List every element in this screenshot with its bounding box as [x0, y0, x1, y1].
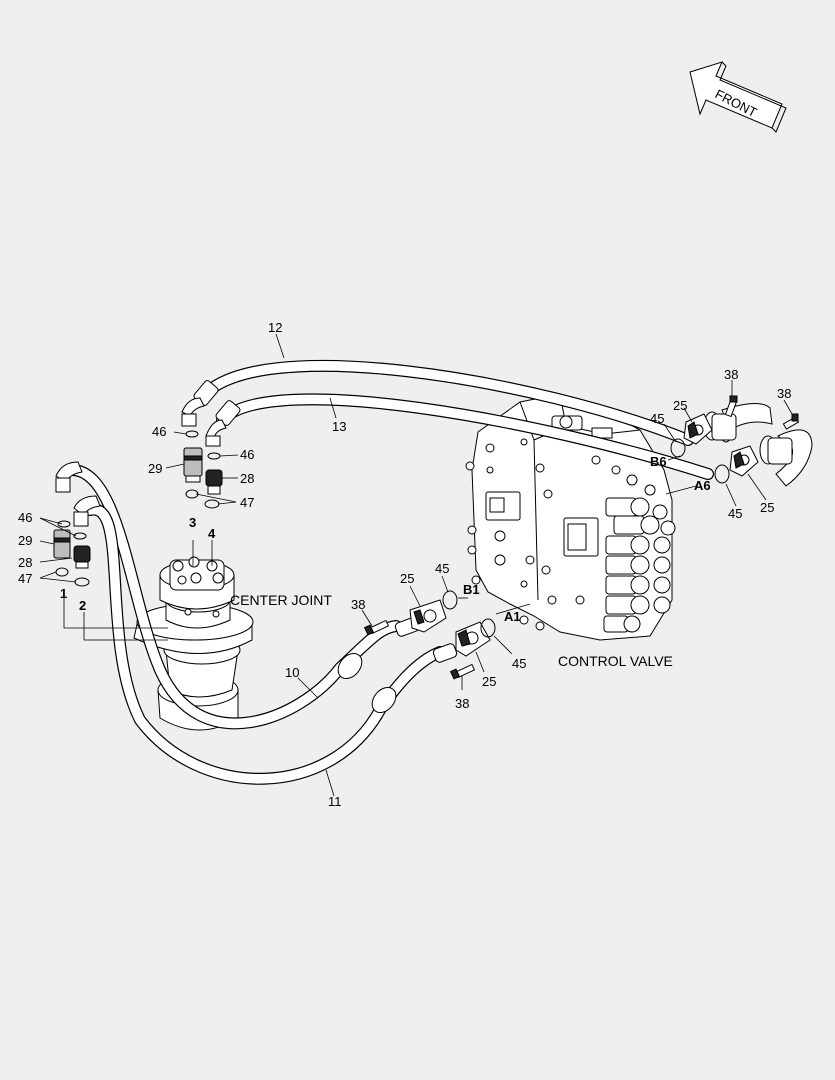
control-valve-label: CONTROL VALVE: [558, 653, 673, 669]
hose-13-end-fitting: [205, 400, 241, 447]
flange-tube-right-lower: [759, 435, 793, 465]
callout-38-right-a: 38: [724, 367, 738, 382]
hose-11-crimp: [371, 686, 397, 714]
port-4-label: 4: [208, 526, 216, 541]
callout-38-center-lower: 38: [455, 696, 469, 711]
callout-45-center-lower: 45: [512, 656, 526, 671]
adapter-29-top: [183, 447, 203, 483]
callout-38-center-upper: 38: [351, 597, 365, 612]
callout-25-center-lower: 25: [482, 674, 496, 689]
flange-25-right-lower: [729, 445, 759, 477]
callout-11: 11: [328, 794, 342, 809]
callout-29-left: 29: [18, 533, 32, 548]
o-ring-45-right-lower: [714, 464, 730, 484]
front-direction-arrow: FRONT: [689, 61, 787, 133]
valve-spools: [603, 497, 676, 633]
bolt-38-center-lower: [449, 663, 476, 680]
o-ring-46-top: [185, 430, 199, 438]
o-ring-46-mid: [207, 452, 221, 460]
leader-lines: [39, 333, 793, 797]
port-A6-label: A6: [694, 478, 711, 493]
center-joint-ports: [172, 556, 224, 585]
flange-25-right-upper: [683, 413, 713, 445]
callout-47-left: 47: [18, 571, 32, 586]
callout-10: 10: [285, 665, 299, 680]
callout-25-right-lower: 25: [760, 500, 774, 515]
callout-47-top: 47: [240, 495, 254, 510]
hose-13: [216, 393, 714, 480]
callout-28-left: 28: [18, 555, 32, 570]
o-ring-45-center-upper: [442, 590, 458, 610]
hose-11-tube: [432, 643, 458, 663]
callout-28-top: 28: [240, 471, 254, 486]
control-valve: [465, 393, 676, 641]
callout-46-top: 46: [152, 424, 166, 439]
bolt-38-right-a: [724, 395, 738, 418]
o-ring-47-top-b: [204, 499, 220, 509]
callout-45-right-upper: 45: [650, 411, 664, 426]
o-ring-47-left: [55, 567, 90, 587]
callout-45-right-lower: 45: [728, 506, 742, 521]
callout-25-right-upper: 25: [673, 398, 687, 413]
port-1-label: 1: [60, 586, 67, 601]
hose-12: [194, 359, 694, 446]
flange-25-center-upper: [409, 599, 447, 633]
adapter-29-left: [53, 529, 71, 559]
hose-12-end-fitting: [181, 380, 219, 427]
flange-25-center-lower: [455, 621, 491, 657]
callout-45-center-upper: 45: [435, 561, 449, 576]
o-ring-46-left: [57, 520, 87, 540]
hose-11: [84, 503, 446, 785]
port-B1-label: B1: [463, 582, 480, 597]
center-joint-label: CENTER JOINT: [230, 592, 332, 608]
port-3-label: 3: [189, 515, 196, 530]
hose-10-crimp: [337, 652, 363, 680]
callout-labels: 12 13 10 11 46 46 29 28 47 3 4 46 29 28 …: [18, 320, 791, 809]
callout-38-right-b: 38: [777, 386, 791, 401]
callout-46-left: 46: [18, 510, 32, 525]
bolt-38-center-upper: [363, 619, 390, 636]
port-A1-label: A1: [504, 609, 521, 624]
hose-11-end-fitting: [73, 495, 101, 527]
callout-25-center-upper: 25: [400, 571, 414, 586]
fitting-28-left: [73, 545, 91, 569]
hose-10: [66, 464, 402, 730]
callout-46-mid: 46: [240, 447, 254, 462]
hose-10-end-fitting: [55, 461, 83, 493]
port-2-label: 2: [79, 598, 86, 613]
port-B6-label: B6: [650, 454, 667, 469]
callout-12: 12: [268, 320, 282, 335]
callout-13: 13: [332, 419, 346, 434]
callout-29-top: 29: [148, 461, 162, 476]
o-ring-45-center-lower: [480, 618, 496, 638]
fitting-28-top: [205, 469, 223, 495]
bolt-38-right-b: [782, 413, 800, 430]
